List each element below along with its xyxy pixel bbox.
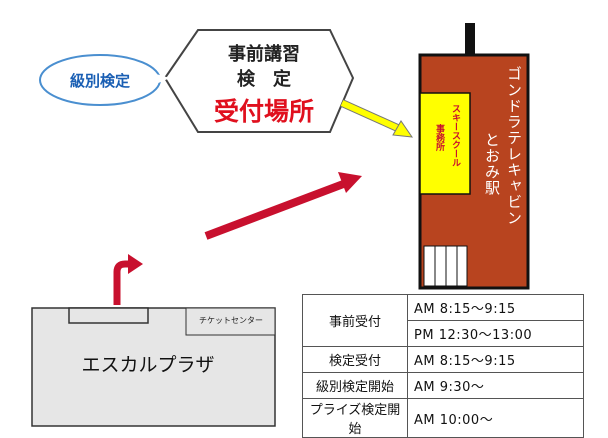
schedule-table: 事前受付 AM 8:15〜9:15 PM 12:30〜13:00 検定受付 AM… — [302, 294, 584, 438]
station-name-line-2: とおみ駅 — [483, 132, 501, 196]
table-row: 検定受付 AM 8:15〜9:15 — [302, 346, 584, 373]
callout-pointer — [156, 74, 170, 84]
callout-title: 受付場所 — [213, 97, 314, 126]
callout-line-1: 事前講習 — [228, 44, 300, 65]
station-name-line-1: ゴンドラテレキャビン — [505, 66, 523, 226]
plaza-entrance — [68, 307, 149, 324]
callout-line-2: 検 定 — [237, 69, 291, 90]
callout-tag-label: 級別検定 — [69, 72, 130, 90]
table-row: プライズ検定開始 AM 10:00〜 — [302, 398, 584, 438]
yellow-arrow — [340, 99, 414, 138]
schedule-time: AM 8:15〜9:15 — [407, 294, 584, 321]
red-arrow-bent — [113, 254, 143, 305]
callout-hexagon — [163, 29, 355, 133]
schedule-category: 検定受付 — [302, 346, 408, 373]
office-label-line-1: スキースクール — [450, 104, 460, 167]
schedule-time: PM 12:30〜13:00 — [407, 320, 584, 347]
entrance-stripes — [423, 245, 468, 287]
red-arrow-diagonal — [204, 172, 362, 240]
schedule-time: AM 10:00〜 — [407, 398, 584, 438]
plaza-name: エスカルプラザ — [81, 354, 215, 376]
table-row: 事前受付 AM 8:15〜9:15 — [302, 294, 584, 347]
ski-school-office — [419, 92, 471, 195]
schedule-time: AM 9:30〜 — [407, 372, 584, 399]
ticket-center-box — [185, 307, 276, 336]
schedule-category: プライズ検定開始 — [302, 398, 408, 438]
table-row: 級別検定開始 AM 9:30〜 — [302, 372, 584, 399]
schedule-time: AM 8:15〜9:15 — [407, 346, 584, 373]
table-row: PM 12:30〜13:00 — [303, 320, 584, 347]
office-label-line-2: 事務所 — [434, 124, 444, 151]
station-antenna — [465, 23, 475, 55]
ticket-center-label: チケットセンター — [199, 316, 263, 325]
schedule-category: 事前受付 — [302, 294, 408, 347]
schedule-category: 級別検定開始 — [302, 372, 408, 399]
